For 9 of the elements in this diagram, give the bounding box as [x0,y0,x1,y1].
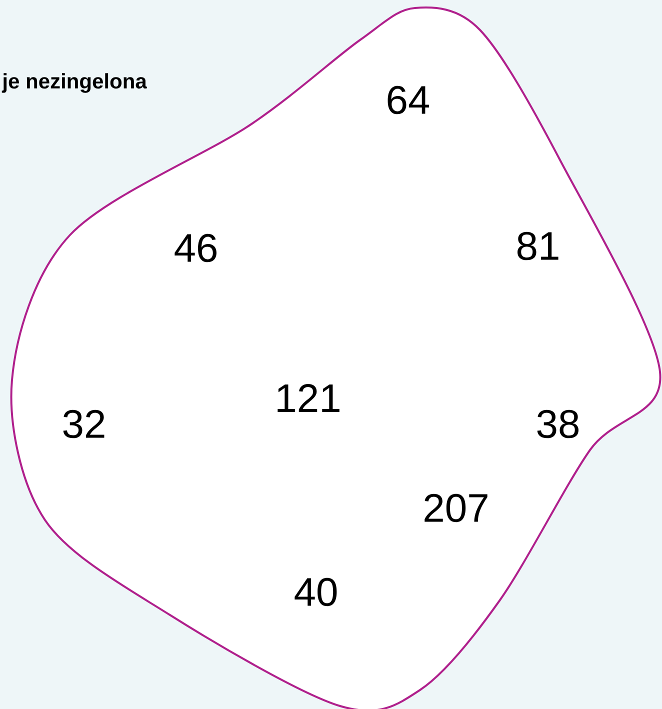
number-label: 207 [424,494,488,522]
number-label: 46 [174,234,216,262]
heading-text: je nezingelona [2,73,148,93]
number-label: 64 [388,86,430,114]
number-label: 40 [294,578,337,606]
number-label: 32 [63,410,104,438]
number-label: 38 [537,410,578,438]
number-label: 121 [278,384,340,412]
number-label: 81 [518,232,558,260]
